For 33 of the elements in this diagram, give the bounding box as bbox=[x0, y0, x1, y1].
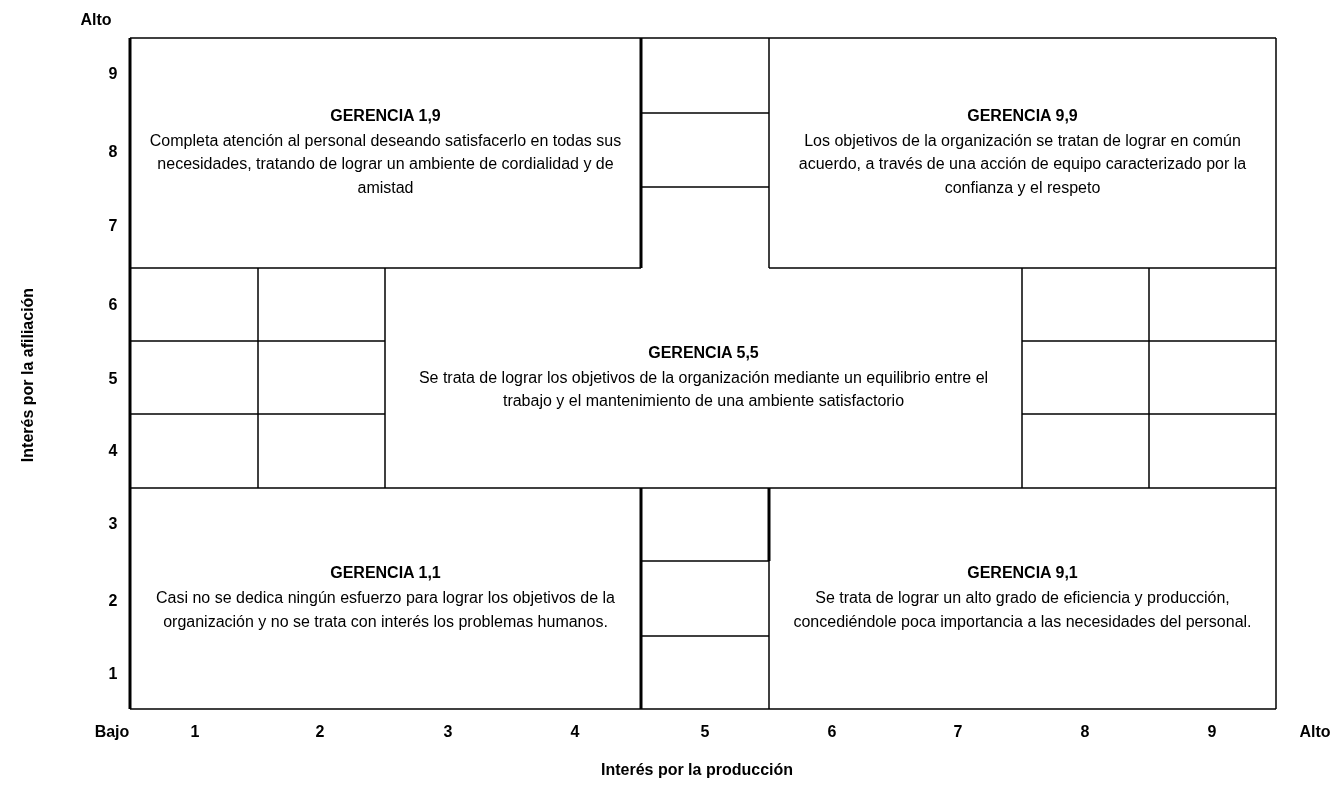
tick-label: 1 bbox=[108, 665, 118, 683]
box-heading: GERENCIA 9,1 bbox=[967, 564, 1078, 583]
tick-label: 8 bbox=[108, 143, 118, 161]
tick-label: 2 bbox=[108, 592, 118, 610]
tick-label: 6 bbox=[827, 723, 837, 741]
tick-label: 4 bbox=[570, 723, 580, 741]
tick-label: 4 bbox=[108, 442, 118, 460]
tick-label: 9 bbox=[1207, 723, 1217, 741]
tick-label: 8 bbox=[1080, 723, 1090, 741]
box-heading: GERENCIA 1,1 bbox=[330, 564, 441, 583]
box-heading: GERENCIA 1,9 bbox=[330, 107, 441, 126]
axis-end-label: Alto bbox=[1299, 723, 1331, 741]
tick-label: 5 bbox=[700, 723, 710, 741]
tick-label: 2 bbox=[315, 723, 325, 741]
axis-title: Interés por la producción bbox=[601, 761, 793, 779]
box-description: Casi no se dedica ningún esfuerzo para lograr los objetivos de la organización y no se trata con interés los problemas humanos. bbox=[155, 588, 616, 632]
box-description: Se trata de lograr los objetivos de la organización mediante un equilibrio entre el trabajo y el mantenimiento de una ambiente satisfactorio bbox=[417, 367, 990, 411]
tick-label: 3 bbox=[443, 723, 453, 741]
axis-title: Interés por la afiliación bbox=[19, 287, 37, 463]
axis-end-label: Bajo bbox=[94, 723, 130, 741]
tick-label: 9 bbox=[108, 65, 118, 83]
tick-label: 5 bbox=[108, 370, 118, 388]
box-description: Se trata de lograr un alto grado de eficiencia y producción, concediéndole poca importancia a las necesidades del personal. bbox=[792, 588, 1253, 632]
tick-label: 7 bbox=[953, 723, 963, 741]
axis-end-label: Alto bbox=[80, 11, 112, 29]
tick-label: 1 bbox=[190, 723, 200, 741]
box-description: Completa atención al personal deseando satisfacerlo en todas sus necesidades, tratando de lograr un ambiente de cordialidad y de amistad bbox=[148, 131, 623, 198]
tick-label: 7 bbox=[108, 217, 118, 235]
tick-label: 3 bbox=[108, 515, 118, 533]
box-description: Los objetivos de la organización se tratan de lograr en común acuerdo, a través de una acción de equipo caracterizado por la confianza y el respeto bbox=[797, 131, 1248, 198]
tick-label: 6 bbox=[108, 296, 118, 314]
box-heading: GERENCIA 5,5 bbox=[648, 343, 759, 362]
box-heading: GERENCIA 9,9 bbox=[967, 107, 1078, 126]
